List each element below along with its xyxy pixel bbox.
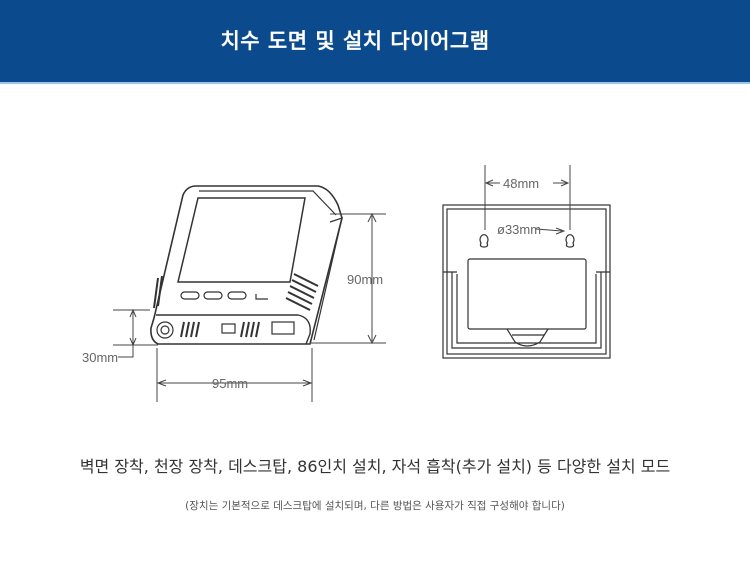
dimension-lines-back xyxy=(484,165,571,235)
header-banner: 치수 도면 및 설치 다이어그램 xyxy=(0,0,750,84)
hole-diameter-label: ø33mm xyxy=(497,222,541,237)
page-title: 치수 도면 및 설치 다이어그램 xyxy=(220,29,490,53)
device-front-view xyxy=(150,185,343,345)
device-back-view xyxy=(442,204,611,359)
keyhole-left xyxy=(479,234,489,248)
dimension-lines-front xyxy=(113,212,386,402)
installation-note: (장치는 기본적으로 데스크탑에 설치되며, 다른 방법은 사용자가 직접 구성… xyxy=(185,500,565,512)
width-label: 95mm xyxy=(212,376,248,391)
keyhole-right xyxy=(565,234,575,248)
height-label: 90mm xyxy=(347,272,383,287)
installation-modes-text: 벽면 장착, 천장 장착, 데스크탑, 86인치 설치, 자석 흡착(추가 설치… xyxy=(79,457,671,476)
depth-label: 30mm xyxy=(82,350,118,365)
hole-spacing-label: 48mm xyxy=(503,176,539,191)
